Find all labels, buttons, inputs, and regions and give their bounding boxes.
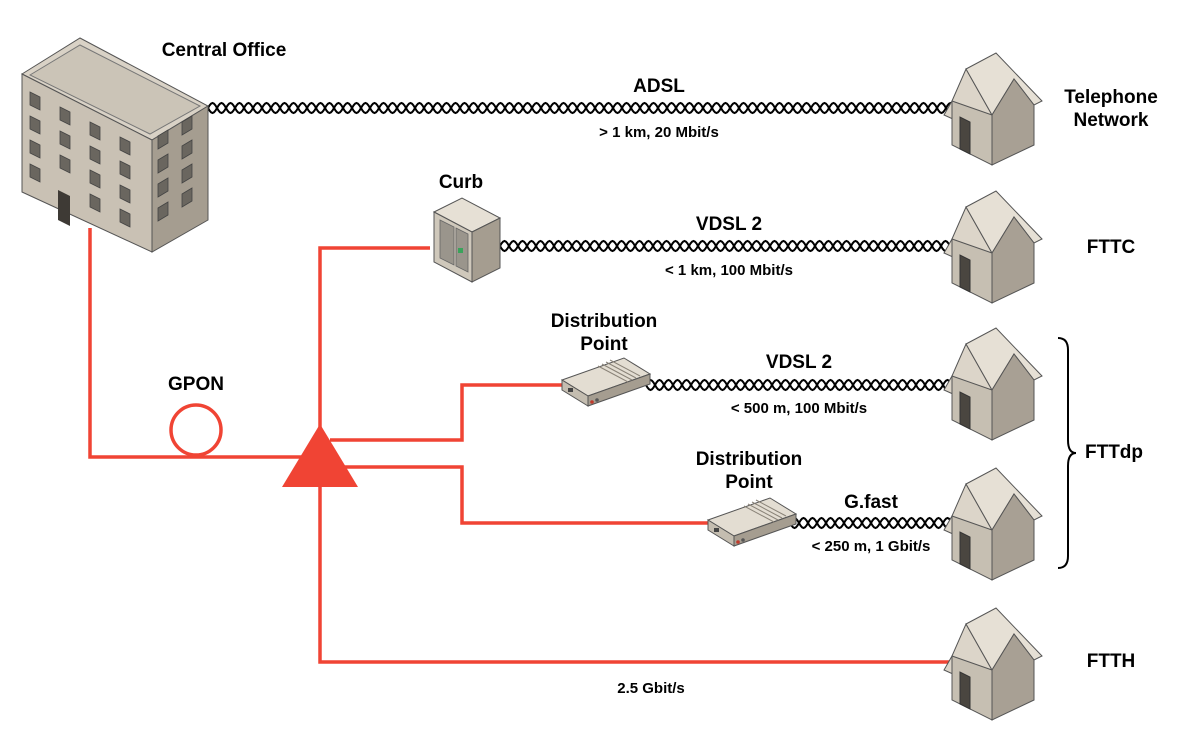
distribution-point-2-icon	[707, 497, 797, 547]
gfast-link-name: G.fast	[844, 492, 898, 513]
house-icon	[943, 327, 1043, 441]
window	[157, 153, 169, 174]
fiber-to-dp1	[330, 383, 566, 442]
distribution-point-1-icon	[561, 357, 651, 407]
twisted-pair-strand	[789, 516, 953, 530]
fttdp-label: FTTdp	[1084, 442, 1144, 463]
splitter-icon	[282, 424, 358, 487]
vdsl2-curb-link-name: VDSL 2	[695, 214, 763, 235]
telephone-network-label: Telephone Network	[1064, 86, 1158, 132]
ftth-label: FTTH	[1086, 651, 1136, 672]
house-icon	[943, 467, 1043, 581]
window	[89, 121, 101, 141]
curb-label: Curb	[438, 172, 484, 193]
window	[29, 139, 41, 159]
adsl-link-name: ADSL	[633, 76, 685, 97]
fiber-network	[88, 228, 952, 664]
gfast-link-spec: < 250 m, 1 Gbit/s	[811, 538, 931, 555]
fiber-to-ftth	[318, 480, 952, 664]
window	[119, 160, 131, 180]
fttc-label: FTTC	[1086, 237, 1136, 258]
twisted-pair-strand	[645, 378, 953, 392]
window	[59, 154, 71, 174]
fiber-co-to-splitter	[88, 228, 305, 459]
dp1-label-line2: Point	[580, 334, 628, 355]
adsl-link-spec: > 1 km, 20 Mbit/s	[599, 124, 719, 141]
curb-cabinet-icon	[432, 197, 502, 283]
dp1-label-line1: Distribution	[550, 311, 658, 332]
central-office-building-icon	[20, 37, 210, 253]
window	[181, 115, 193, 136]
central-office-label: Central Office	[161, 40, 287, 61]
fttdp-brace	[1057, 337, 1077, 569]
telephone-network-line1: Telephone	[1064, 87, 1158, 108]
twisted-pair-strand	[499, 239, 953, 253]
window	[181, 187, 193, 208]
dp2-label-line1: Distribution	[695, 449, 803, 470]
distribution-point-2-label: Distribution Point	[696, 448, 803, 494]
window	[119, 184, 131, 204]
telephone-network-line2: Network	[1073, 110, 1149, 131]
fiber-to-dp2	[330, 465, 712, 525]
window	[59, 130, 71, 150]
window	[29, 163, 41, 183]
window	[157, 201, 169, 222]
distribution-point-1-label: Distribution Point	[551, 310, 658, 356]
window	[29, 115, 41, 135]
vdsl2-curb-link-spec: < 1 km, 100 Mbit/s	[665, 262, 793, 279]
twisted-pair-strand	[207, 101, 953, 115]
window	[89, 193, 101, 213]
copper-lines	[207, 101, 953, 530]
window	[181, 139, 193, 160]
window	[89, 169, 101, 189]
window	[181, 163, 193, 184]
twisted-pair-strand	[207, 101, 953, 115]
window	[119, 208, 131, 228]
window	[157, 129, 169, 150]
house-icon	[943, 190, 1043, 304]
vdsl2-dp-link-name: VDSL 2	[765, 352, 833, 373]
fiber-to-curb	[318, 246, 430, 430]
window	[119, 136, 131, 156]
ftth-link-spec: 2.5 Gbit/s	[617, 680, 685, 697]
window	[29, 91, 41, 111]
gpon-label: GPON	[168, 374, 224, 395]
window	[157, 177, 169, 198]
house-icon	[943, 52, 1043, 166]
gpon-coil-icon	[169, 403, 223, 457]
vdsl2-dp-link-spec: < 500 m, 100 Mbit/s	[730, 400, 868, 417]
house-icon	[943, 607, 1043, 721]
dp2-label-line2: Point	[725, 472, 773, 493]
window	[89, 145, 101, 165]
twisted-pair-strand	[499, 239, 953, 253]
window	[59, 106, 71, 126]
